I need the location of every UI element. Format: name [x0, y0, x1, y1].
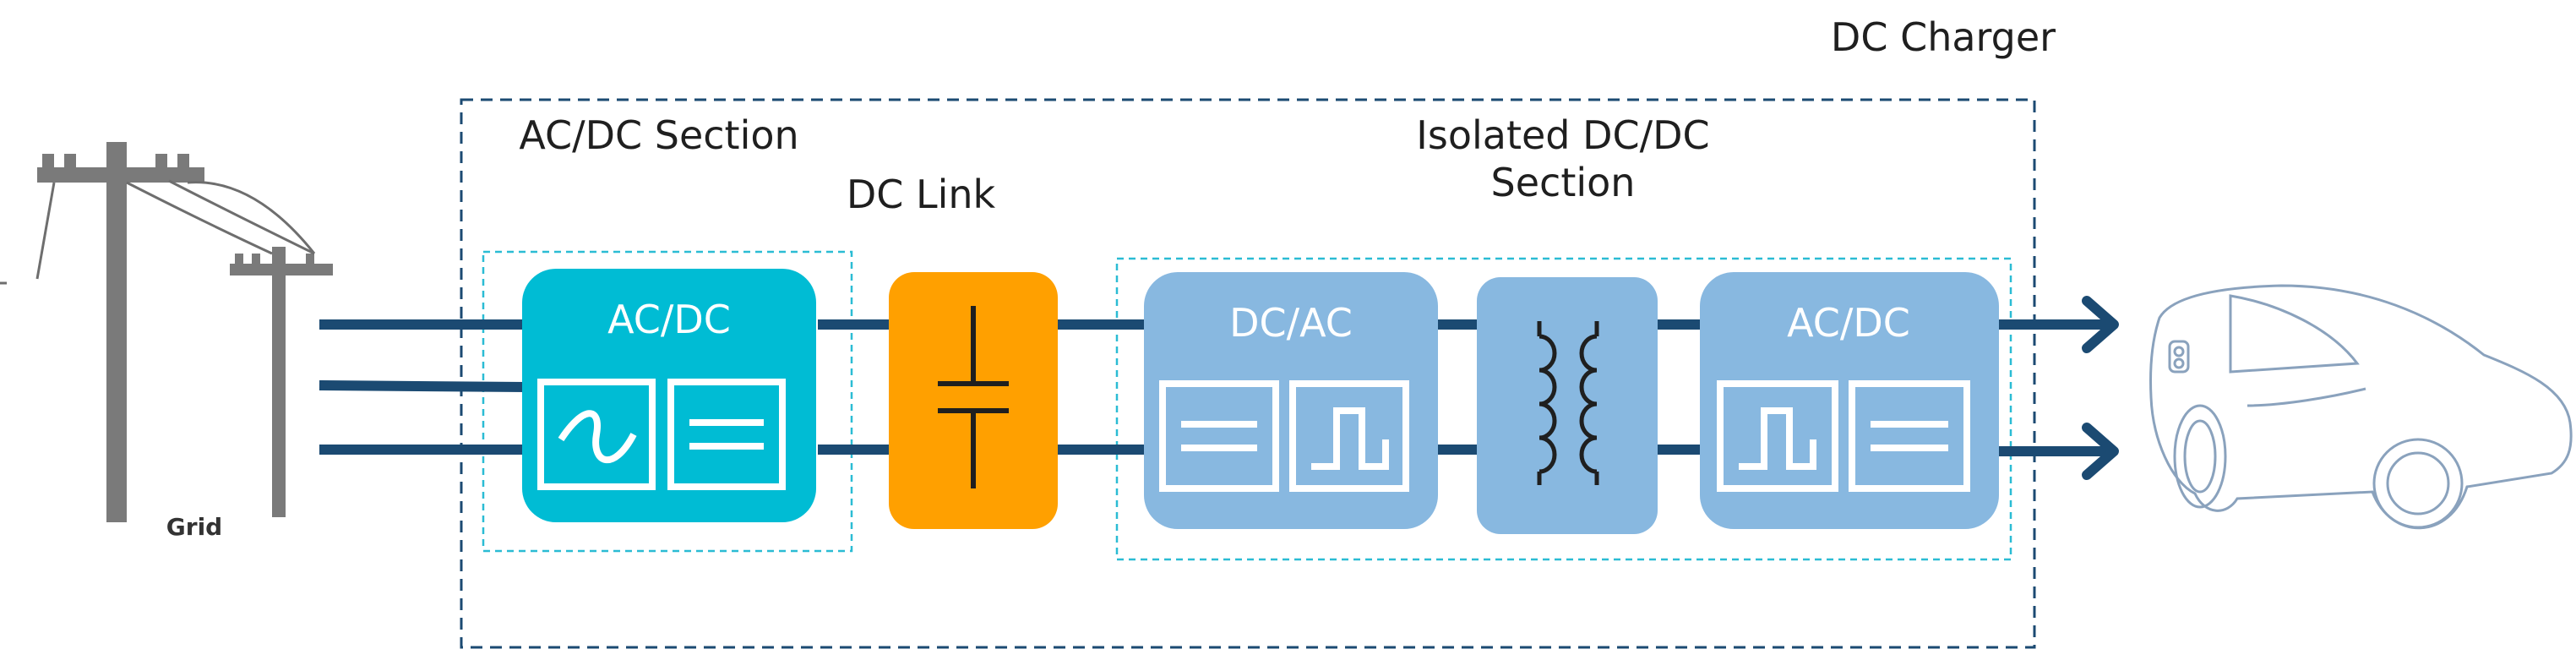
arrow-icon [2082, 423, 2119, 480]
utility-pole-icon [0, 142, 333, 522]
ac-dc-output-title: AC/DC [1787, 300, 1910, 346]
dc-ac-title: DC/AC [1229, 300, 1353, 346]
isolated-section-label-line1: Isolated DC/DC [1416, 112, 1710, 158]
dc-charger-label: DC Charger [1830, 14, 2056, 60]
dc-link-block [889, 272, 1058, 529]
dc-symbol-icon [1849, 380, 1970, 492]
output-arrows [1989, 296, 2119, 480]
ac-dc-output-block: AC/DC [1700, 272, 1999, 529]
grid-label: Grid [166, 513, 223, 541]
sine-wave-icon [537, 379, 656, 490]
square-wave-icon [1289, 380, 1409, 492]
input-lines [319, 319, 526, 455]
dc-symbol-icon [667, 379, 786, 490]
ac-dc-section-boundary [482, 250, 853, 553]
electric-car-icon [2149, 284, 2573, 530]
ac-dc-input-block: AC/DC [522, 269, 816, 522]
isolated-section-label-line2: Section [1490, 160, 1636, 205]
isolated-section-boundary [1115, 257, 2012, 561]
capacitor-icon [938, 306, 1009, 488]
dc-symbol-icon [1159, 380, 1279, 492]
dc-charger-boundary [460, 98, 2036, 649]
arrow-icon [2082, 296, 2119, 353]
ac-dc-input-title: AC/DC [607, 297, 731, 342]
transformer-block [1477, 277, 1658, 534]
transformer-icon [1537, 321, 1599, 485]
square-wave-icon [1717, 380, 1838, 492]
ac-dc-section-label: AC/DC Section [519, 112, 799, 158]
dc-ac-block: DC/AC [1144, 272, 1438, 529]
dc-link-label: DC Link [846, 172, 996, 217]
